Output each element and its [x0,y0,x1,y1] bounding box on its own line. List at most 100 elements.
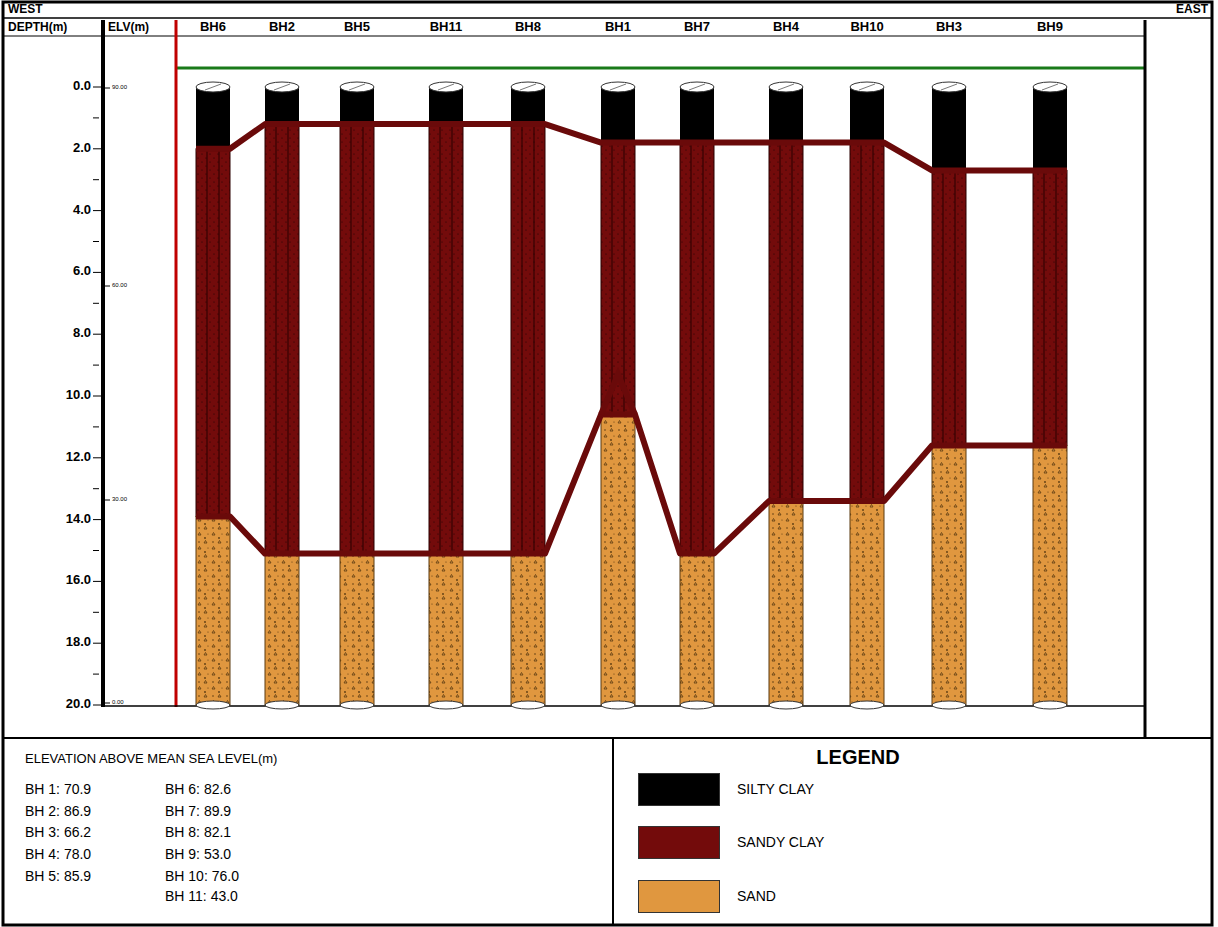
depth-tick [93,272,103,273]
silty-clay-layer [850,87,884,143]
sand-layer [932,445,966,705]
sand-layer [769,501,803,705]
header-line [3,17,1212,19]
elevation-value: 90.00 [112,84,127,91]
sandy-clay-layer [265,124,299,554]
borehole-top-hatch [778,84,794,90]
right-border [1144,20,1147,738]
borehole-name: BH4 [773,20,799,34]
borehole-bottom [340,701,374,709]
borehole-name: BH10 [850,20,883,34]
column-line [351,124,352,554]
elevation-entry: BH 4: 78.0 [25,847,91,862]
depth-value: 6.0 [73,264,91,278]
borehole-top-hatch [349,84,365,90]
elevation-value: 60.00 [112,282,127,289]
depth-value: 4.0 [73,203,91,217]
depth-value: 14.0 [66,512,91,526]
depth-tick [93,457,103,458]
borehole-bottom [769,701,803,709]
column-line [219,149,220,517]
depth-tick [93,519,103,520]
sandy-clay-layer [680,143,714,554]
layer-boundary-line [601,374,635,414]
borehole-columns [196,82,1067,709]
sand-layer [340,554,374,705]
borehole-name: BH5 [344,20,370,34]
sand-layer [850,501,884,705]
depth-value: 10.0 [66,388,91,402]
layer-boundary-line [196,124,1067,170]
elevation-entry: BH 1: 70.9 [25,782,91,797]
borehole-name: BH2 [269,20,295,34]
column-line [780,143,781,501]
borehole-top-hatch [1042,84,1058,90]
borehole-top-hatch [438,84,454,90]
depth-value: 16.0 [66,573,91,587]
depth-tick [93,365,99,366]
silty-clay-layer [769,87,803,143]
column-line [522,124,523,554]
column-line [873,143,874,501]
borehole-top-hatch [941,84,957,90]
legend-swatch [638,880,720,913]
legend-title: LEGEND [816,746,899,768]
elevation-entry: BH 2: 86.9 [25,804,91,819]
silty-clay-layer [429,87,463,124]
column-line [276,124,277,554]
sand-layer [1033,445,1067,705]
legend-text: SAND [737,889,776,904]
borehole-top [511,82,545,92]
borehole-top [850,82,884,92]
column-line [703,143,704,554]
borehole-top-hatch [689,84,705,90]
header-line [3,36,1145,37]
sandy-clay-layer [769,143,803,501]
sandy-clay-layer [932,170,966,445]
elevation-value: 0.00 [112,699,124,706]
sandy-clay-layer [429,124,463,554]
elevation-axis [175,20,178,707]
legend-text: SILTY CLAY [737,782,814,797]
depth-tick [93,612,99,613]
borehole-top-hatch [520,84,536,90]
legend-swatch [638,826,720,859]
depth-tick [93,303,99,304]
elevation-entry: BH 10: 76.0 [165,869,239,884]
legend-swatch [638,773,720,806]
sand-layer [680,554,714,705]
depth-tick [93,488,99,489]
column-line [288,124,289,554]
elevation-tick [103,703,110,704]
sandy-clay-layer [601,143,635,415]
borehole-top [265,82,299,92]
ground-line [176,67,1145,70]
outer-border [3,2,1212,925]
borehole-bottom [511,701,545,709]
elevation-tick [103,88,110,89]
borehole-name: BH1 [605,20,631,34]
silty-clay-layer [196,87,230,149]
borehole-top-hatch [610,84,626,90]
sandy-clay-layer [850,143,884,501]
depth-tick [93,643,103,644]
direction-label: WEST [8,3,43,16]
depth-value: 20.0 [66,697,91,711]
depth-tick [93,179,99,180]
borehole-name: BH9 [1037,20,1063,34]
depth-axis [101,20,105,707]
borehole-bottom [850,701,884,709]
layer-boundary-line [196,415,1067,554]
borehole-top [196,82,230,92]
column-line [624,143,625,415]
depth-ticks [93,87,110,705]
elevation-tick [103,286,110,287]
depth-tick [93,87,103,88]
sand-layer [511,554,545,705]
elevation-entry: BH 11: 43.0 [165,889,238,904]
borehole-top-hatch [859,84,875,90]
elevation-entry: BH 6: 82.6 [165,782,231,797]
panel-divider [612,738,614,925]
borehole-bottom [601,701,635,709]
column-line [1056,170,1057,445]
